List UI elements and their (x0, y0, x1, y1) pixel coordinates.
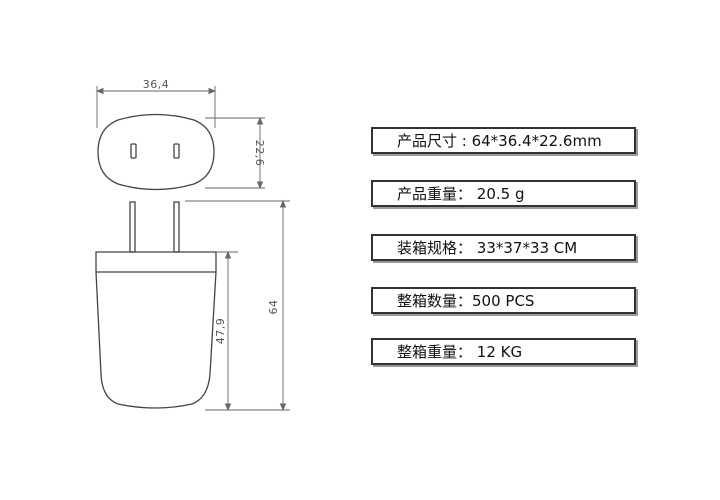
spec-carton-quantity-label: 整箱数量： (397, 292, 473, 310)
spec-carton-weight: 整箱重量： 12 KG (371, 338, 636, 365)
plug-face-outline (97, 113, 215, 191)
depth-dimension-label: 22,6 (253, 140, 266, 167)
body-height-label: 47,9 (214, 318, 227, 345)
spec-product-size-label: 产品尺寸 : (397, 132, 472, 150)
width-dimension-label: 36,4 (143, 78, 170, 91)
depth-dimension (205, 116, 265, 190)
spec-carton-size-label: 装箱规格： (397, 239, 477, 257)
total-height-label: 64 (267, 300, 280, 315)
charger-body-outline (95, 251, 217, 409)
body-height-dimension (216, 250, 238, 412)
spec-product-weight-value: 20.5 g (476, 184, 525, 203)
top-view (97, 113, 215, 191)
prong-right (173, 201, 180, 253)
prong-slot-left (130, 143, 137, 159)
total-height-dimension (185, 199, 290, 412)
spec-product-size: 产品尺寸 : 64*36.4*22.6mm (371, 127, 636, 154)
prong-left (129, 201, 136, 253)
spec-product-size-value: 64*36.4*22.6mm (471, 131, 602, 150)
spec-product-weight-label: 产品重量： (397, 185, 477, 203)
spec-carton-weight-value: 12 KG (476, 342, 523, 361)
width-dimension (95, 86, 217, 128)
spec-carton-quantity-value: 500 PCS (472, 291, 535, 310)
spec-carton-size-value: 33*37*33 CM (476, 238, 578, 257)
spec-carton-weight-label: 整箱重量： (397, 343, 477, 361)
spec-carton-quantity: 整箱数量：500 PCS (371, 287, 636, 314)
spec-carton-size: 装箱规格： 33*37*33 CM (371, 234, 636, 261)
spec-product-weight: 产品重量： 20.5 g (371, 180, 636, 207)
front-view (95, 201, 217, 409)
prong-slot-right (173, 143, 180, 159)
